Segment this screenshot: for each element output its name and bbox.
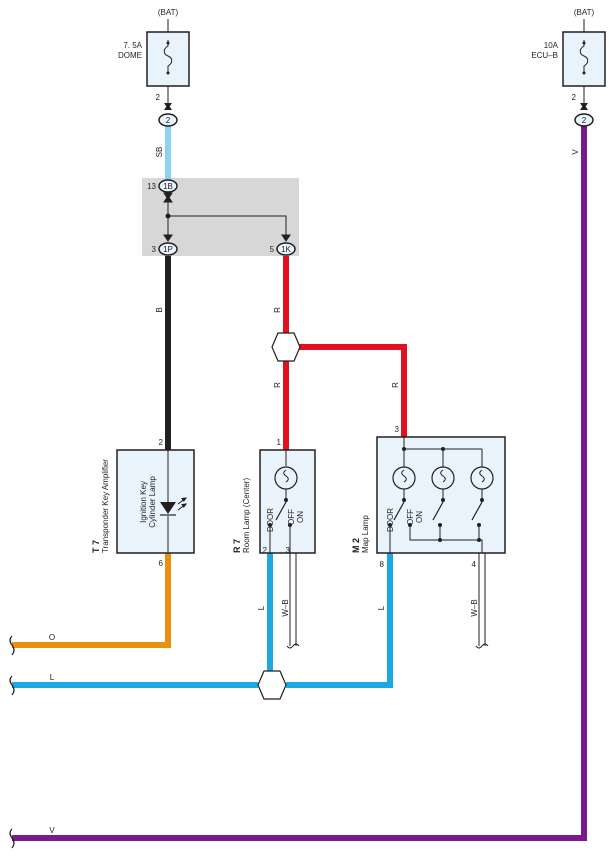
- wire-wb: [286, 553, 489, 649]
- m2-switch-on: ON: [415, 511, 424, 523]
- m2-pin-bottom-left: 8: [380, 560, 385, 569]
- fuse-dome-rating: 7. 5A: [123, 41, 142, 50]
- fuse-ecub-pin: 2: [572, 93, 577, 102]
- connector-ecub-label: 2: [582, 116, 587, 125]
- t7-inner-label-1: Ignition Key: [139, 481, 148, 523]
- connector-dome: [158, 113, 178, 127]
- connector-1b-pin: 13: [147, 182, 156, 191]
- connector-1p-label: 1P: [163, 245, 173, 254]
- wire-label-sb: SB: [155, 147, 164, 158]
- component-m2: DOOR OFF ON M 2 Map Lamp 3 8 4: [351, 425, 506, 569]
- connector-1b-label: 1B: [163, 182, 173, 191]
- light-rays-icon: [177, 497, 188, 511]
- junction-internal-wiring: [163, 192, 291, 242]
- r7-switch-door: DOOR: [266, 508, 275, 532]
- fuse-ecub-rating: 10A: [544, 41, 559, 50]
- fuse-dome-name: DOME: [118, 51, 142, 60]
- connector-dome-label: 2: [166, 116, 171, 125]
- connector-1p-pin: 3: [152, 245, 157, 254]
- r7-switch-on: ON: [296, 511, 305, 523]
- r7-pin-bottom-right: 3: [286, 546, 291, 555]
- t7-pin-bottom: 6: [159, 559, 164, 568]
- wire-label-l: L: [377, 605, 386, 610]
- connector-1k-pin: 5: [270, 245, 275, 254]
- r7-pin-top: 1: [277, 438, 282, 447]
- fuse-dome-pin: 2: [156, 93, 161, 102]
- t7-inner-label-2: Cylinder Lamp: [148, 476, 157, 528]
- wire-label-b: B: [155, 307, 164, 312]
- t7-code: T 7: [91, 540, 101, 553]
- wire-r: [283, 256, 407, 450]
- wire-label-wb: W–B: [281, 599, 290, 616]
- wire-label-wb: W–B: [470, 599, 479, 616]
- connector-1b: [158, 179, 178, 193]
- component-r7: DOOR OFF ON R 7 Room Lamp (Center) 1 2 3: [232, 438, 316, 555]
- r7-pin-bottom-left: 2: [263, 546, 268, 555]
- connector-ecub: [574, 113, 594, 127]
- wire-label-r: R: [391, 382, 400, 388]
- r7-switch-off: OFF: [287, 509, 296, 525]
- wire-label-v: V: [571, 149, 580, 155]
- t7-pin-top: 2: [159, 438, 164, 447]
- switch-icon: [393, 501, 405, 521]
- fuse-icon: [579, 40, 589, 73]
- wire-label-o: O: [49, 633, 55, 642]
- splice-point: [257, 670, 287, 700]
- m2-switch-door: DOOR: [386, 508, 395, 532]
- wire-label-l: L: [257, 605, 266, 610]
- wire-label-r: R: [273, 382, 282, 388]
- m2-name: Map Lamp: [361, 515, 370, 553]
- wire-end-marks: [9, 635, 15, 849]
- wire-label-r: R: [273, 307, 282, 313]
- m2-switch-off: OFF: [406, 509, 415, 525]
- connector-1p: [158, 242, 178, 256]
- wire-l: [12, 553, 393, 688]
- fuse-ecub-supply: (BAT): [574, 8, 595, 17]
- t7-name: Transponder Key Amplifier: [101, 459, 110, 553]
- component-t7: Ignition Key Cylinder Lamp T 7 Transpond…: [91, 438, 195, 568]
- m2-pin-bottom-right: 4: [472, 560, 477, 569]
- connector-1k: [276, 242, 296, 256]
- m2-code: M 2: [351, 538, 361, 553]
- wire-v: [12, 126, 587, 841]
- switch-icon: [471, 501, 483, 521]
- connector-1k-label: 1K: [281, 245, 291, 254]
- fuse-ecub-name: ECU–B: [531, 51, 558, 60]
- wire-label-v: V: [49, 826, 55, 835]
- fuse-dome-supply: (BAT): [158, 8, 179, 17]
- m2-pin-top: 3: [395, 425, 400, 434]
- wire-o: [12, 553, 171, 648]
- switch-icon: [275, 501, 287, 521]
- wire-label-l: L: [50, 673, 55, 682]
- r7-code: R 7: [232, 539, 242, 553]
- fuse-icon: [163, 40, 173, 73]
- led-icon: [160, 502, 176, 514]
- switch-icon: [432, 501, 444, 521]
- splice-point: [271, 332, 301, 362]
- r7-name: Room Lamp (Center): [242, 478, 251, 553]
